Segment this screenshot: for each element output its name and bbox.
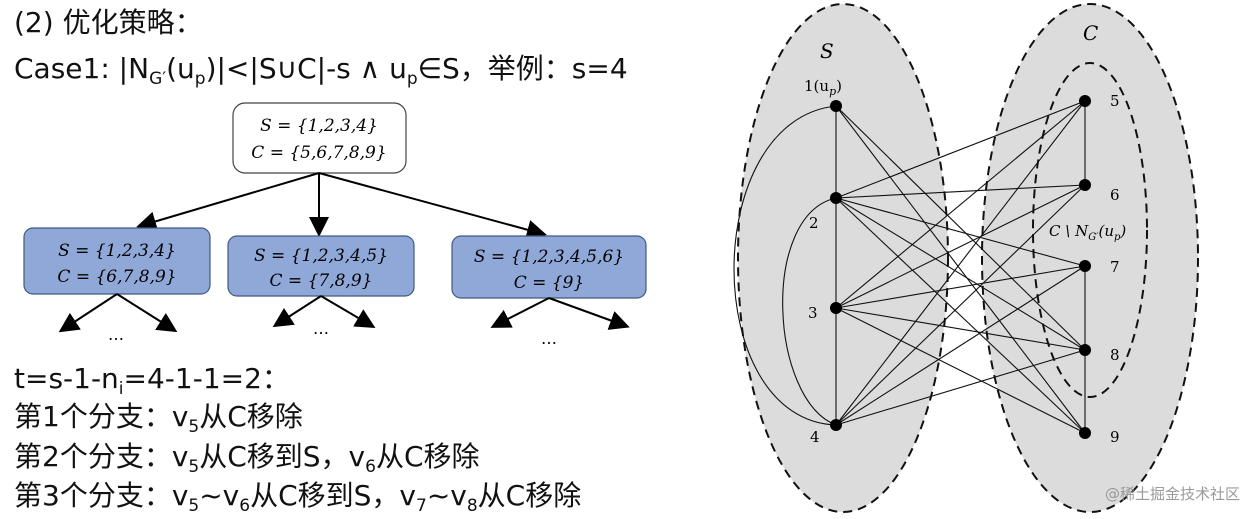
edge-1-9 <box>835 105 1086 434</box>
tree-child-2-s: S = {1,2,3,4,5} <box>254 246 388 266</box>
edge-2-5 <box>835 100 1086 199</box>
formula-line: t=s-1-ni=4-1-1=2： <box>14 362 290 399</box>
sub-arrow <box>116 293 178 333</box>
sub-arrow <box>58 293 118 333</box>
tree-child-2-c: C = {7,8,9} <box>270 271 373 291</box>
edge-2-4-curve <box>782 197 837 426</box>
edge-1-4-curve <box>733 105 837 426</box>
branch-2: 第2个分支：v5从C移到S，v6从C移除 <box>14 440 480 477</box>
edge-3-5 <box>835 100 1086 309</box>
edge-2-8 <box>835 197 1086 351</box>
edge-3-9 <box>835 307 1086 434</box>
node-2 <box>830 192 842 204</box>
ellipsis-1: … <box>108 325 124 344</box>
ellipsis-2: … <box>313 319 329 338</box>
node-5-label: 5 <box>1110 92 1120 110</box>
sub-arrow <box>320 295 376 329</box>
edge-group <box>835 100 1086 434</box>
heading: (2) 优化策略： <box>14 6 203 40</box>
bipartite-graph: S C 1(up) 2 3 4 5 6 7 8 9 C \ NG′(up) @稀… <box>733 3 1240 513</box>
tree-child-3-s: S = {1,2,3,4,5,6} <box>474 247 624 267</box>
node-5 <box>1079 95 1091 107</box>
node-6 <box>1079 179 1091 191</box>
node-6-label: 6 <box>1110 186 1120 204</box>
node-9 <box>1079 427 1091 439</box>
sub-arrow <box>490 297 550 328</box>
branch-1: 第1个分支：v5从C移除 <box>14 400 303 437</box>
node-1 <box>830 100 842 112</box>
inner-label: C \ NG′(up) <box>1049 222 1126 243</box>
heading-text: (2) 优化策略： <box>14 6 203 39</box>
edge-4-5 <box>835 100 1086 426</box>
set-s-label: S <box>820 39 834 63</box>
tree-child-3-c: C = {9} <box>514 273 585 293</box>
set-c-ellipse <box>981 3 1199 513</box>
sub-arrow <box>272 295 322 328</box>
tree-root-s: S = {1,2,3,4} <box>260 116 378 136</box>
case-condition: Case1: |NG′(up)|<|S∪C|-s ∧ up∈S，举例：s=4 <box>14 52 628 89</box>
node-2-label: 2 <box>809 214 819 232</box>
node-3 <box>830 302 842 314</box>
node-7 <box>1079 260 1091 272</box>
tree-edge-1 <box>136 172 320 232</box>
node-1-label: 1(up) <box>804 77 842 98</box>
branch-3: 第3个分支：v5~v6从C移到S，v7~v8从C移除 <box>14 479 582 516</box>
tree-edge-3 <box>318 172 547 240</box>
node-4 <box>830 419 842 431</box>
ellipsis-3: … <box>541 329 557 348</box>
edge-4-8 <box>835 349 1086 426</box>
node-4-label: 4 <box>810 428 820 446</box>
sub-arrow <box>548 297 630 330</box>
node-8-label: 8 <box>1110 346 1120 364</box>
tree-child-1-s: S = {1,2,3,4} <box>58 241 176 261</box>
set-c-label: C <box>1083 21 1098 45</box>
set-s-ellipse <box>737 3 949 513</box>
edge-2-7 <box>835 197 1086 267</box>
edge-3-7 <box>835 265 1086 309</box>
tree-child-1-c: C = {6,7,8,9} <box>57 267 176 287</box>
search-tree: S = {1,2,3,4} C = {5,6,7,8,9} S = {1,2,3… <box>23 102 647 348</box>
edge-2-6 <box>835 184 1086 199</box>
watermark: @稀土掘金技术社区 <box>1105 485 1240 503</box>
edge-4-6 <box>835 184 1086 426</box>
edge-3-8 <box>835 307 1086 351</box>
node-8 <box>1079 344 1091 356</box>
edge-2-9 <box>835 197 1086 434</box>
edge-4-7 <box>835 265 1086 426</box>
inner-ellipse <box>1032 62 1148 398</box>
node-3-label: 3 <box>808 304 818 322</box>
tree-root-c: C = {5,6,7,8,9} <box>251 143 386 163</box>
node-group <box>830 95 1091 439</box>
edge-3-6 <box>835 184 1086 309</box>
edge-1-8 <box>835 105 1086 351</box>
node-7-label: 7 <box>1110 258 1120 276</box>
node-9-label: 9 <box>1110 428 1120 446</box>
